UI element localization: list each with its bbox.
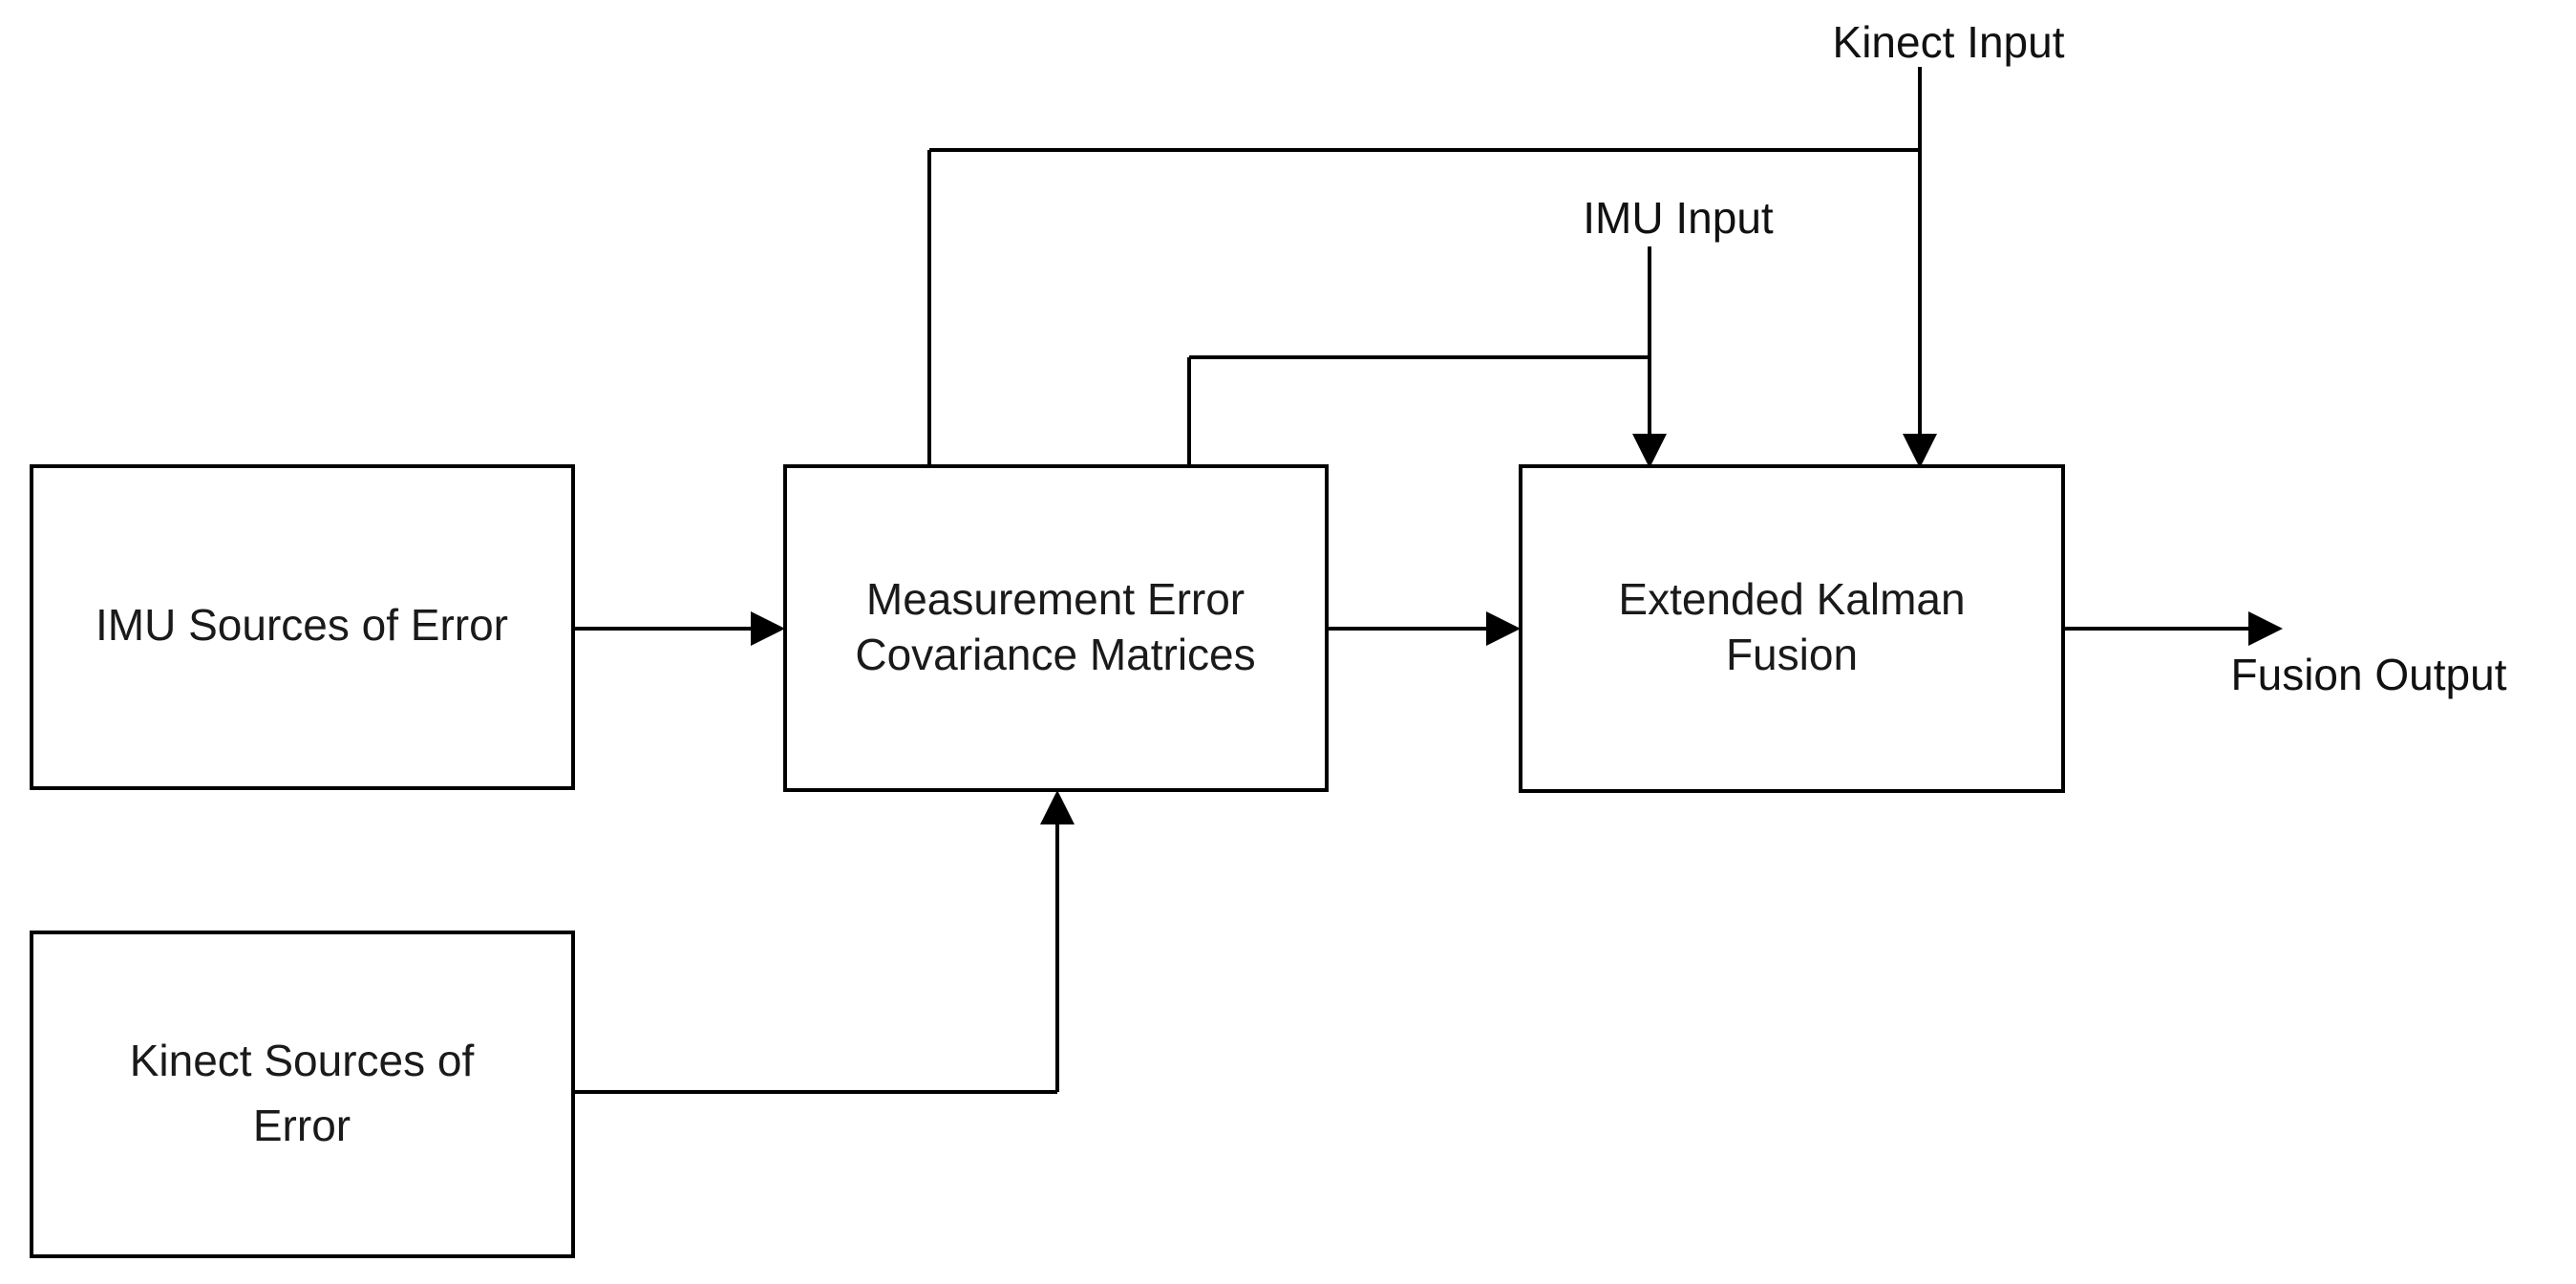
connector-kalman-to-output [2063, 611, 2283, 646]
arrow-head-imu-sources [751, 611, 785, 646]
node-extended-kalman-label-line1: Extended Kalman [1618, 574, 1965, 624]
connector-kinect-sources-to-measurement [573, 790, 1075, 1094]
label-fusion-output: Fusion Output [2231, 650, 2507, 699]
arrow-head-kinect-to-kalman [1903, 434, 1937, 468]
connector-imu-sources-to-measurement [573, 611, 785, 646]
node-imu-sources-label: IMU Sources of Error [96, 600, 508, 650]
arrow-head-measurement-kalman [1486, 611, 1521, 646]
node-extended-kalman-label-line2: Fusion [1726, 630, 1858, 679]
connector-kinect-input-to-kalman [1903, 67, 1937, 468]
connector-imu-input-to-kalman [1632, 246, 1667, 468]
connector-measurement-to-kalman [1327, 611, 1521, 646]
connector-kinect-input-to-measurement [927, 148, 1920, 468]
node-kinect-sources-label-line2: Error [253, 1101, 351, 1150]
node-imu-sources-rect[interactable] [30, 464, 575, 790]
node-extended-kalman-fusion[interactable]: Extended Kalman Fusion [1519, 464, 2065, 793]
arrow-head-imu-to-kalman [1632, 434, 1667, 468]
node-measurement-error-label-line1: Measurement Error [866, 574, 1245, 624]
label-kinect-input: Kinect Input [1833, 17, 2065, 67]
node-kinect-sources-label-line1: Kinect Sources of [130, 1036, 475, 1085]
arrow-head-fusion-output [2248, 611, 2283, 646]
label-imu-input: IMU Input [1583, 193, 1774, 243]
node-kinect-sources-rect[interactable] [30, 931, 575, 1258]
node-measurement-error-rect[interactable] [783, 464, 1329, 792]
node-measurement-error-label-line2: Covariance Matrices [855, 630, 1255, 679]
node-imu-sources-of-error[interactable]: IMU Sources of Error [30, 464, 575, 790]
connector-imu-input-to-measurement [1187, 355, 1650, 468]
arrow-head-kinect-sources [1040, 790, 1075, 824]
node-kinect-sources-of-error[interactable]: Kinect Sources of Error [30, 931, 575, 1258]
node-measurement-error-covariance[interactable]: Measurement Error Covariance Matrices [783, 464, 1329, 792]
node-extended-kalman-rect[interactable] [1519, 464, 2065, 793]
